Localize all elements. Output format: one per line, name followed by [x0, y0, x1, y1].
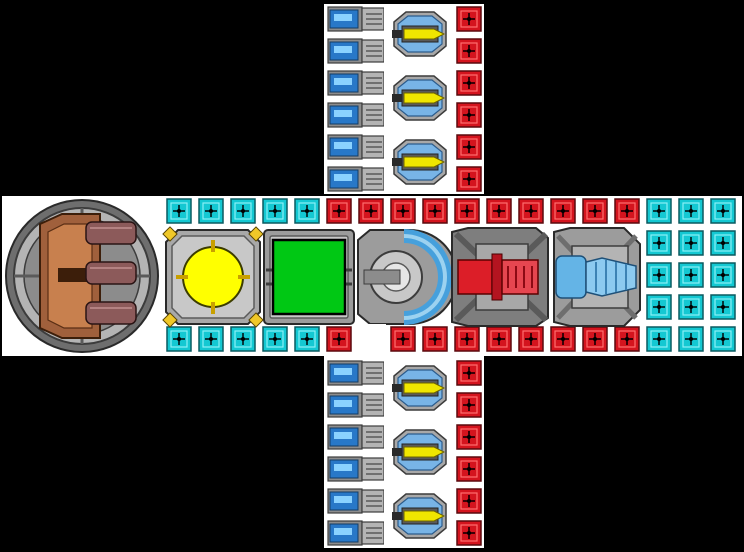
cyan-armor-block[interactable]: [260, 196, 290, 226]
cyan-armor-block[interactable]: [644, 196, 674, 226]
red-armor-block[interactable]: [454, 486, 484, 516]
red-armor-block[interactable]: [454, 518, 484, 548]
red-armor-block[interactable]: [516, 196, 546, 226]
capacitor-cell-icon[interactable]: [325, 389, 387, 421]
red-armor-block[interactable]: [454, 390, 484, 420]
cyan-armor-block[interactable]: [676, 228, 706, 258]
red-armor-block[interactable]: [388, 196, 418, 226]
red-armor-block[interactable]: [454, 4, 484, 34]
red-armor-block[interactable]: [612, 324, 642, 354]
cyan-armor-block[interactable]: [644, 324, 674, 354]
red-armor-block[interactable]: [356, 196, 386, 226]
cockpit-icon[interactable]: [357, 229, 458, 325]
cyan-armor-block[interactable]: [676, 196, 706, 226]
red-armor-block[interactable]: [420, 324, 450, 354]
cyan-armor-block[interactable]: [196, 196, 226, 226]
capacitor-cell-icon[interactable]: [325, 163, 387, 195]
capacitor-cell-icon[interactable]: [325, 421, 387, 453]
capacitor-cell-icon[interactable]: [325, 35, 387, 67]
dome-barrels: [85, 221, 137, 325]
missile-launcher-icon[interactable]: [383, 3, 455, 65]
red-armor-block[interactable]: [548, 196, 578, 226]
red-armor-block[interactable]: [454, 358, 484, 388]
cyan-armor-block[interactable]: [708, 292, 738, 322]
capacitor-cell-icon[interactable]: [325, 99, 387, 131]
cyan-armor-block[interactable]: [292, 196, 322, 226]
missile-launcher-icon[interactable]: [383, 67, 455, 129]
red-armor-block[interactable]: [454, 422, 484, 452]
red-armor-block[interactable]: [454, 454, 484, 484]
missile-launcher-icon[interactable]: [383, 131, 455, 193]
red-armor-block[interactable]: [484, 196, 514, 226]
control-screen-icon[interactable]: [263, 229, 355, 325]
cyan-armor-block[interactable]: [708, 196, 738, 226]
capacitor-cell-icon[interactable]: [325, 453, 387, 485]
red-armor-block[interactable]: [484, 324, 514, 354]
red-armor-block[interactable]: [324, 324, 354, 354]
cyan-armor-block[interactable]: [228, 196, 258, 226]
cyan-armor-block[interactable]: [196, 324, 226, 354]
red-armor-block[interactable]: [454, 164, 484, 194]
cyan-armor-block[interactable]: [708, 260, 738, 290]
blue-engine-icon[interactable]: [553, 227, 641, 327]
cyan-armor-block[interactable]: [260, 324, 290, 354]
red-armor-block[interactable]: [452, 196, 482, 226]
missile-launcher-icon[interactable]: [383, 357, 455, 419]
red-armor-block[interactable]: [454, 132, 484, 162]
capacitor-cell-icon[interactable]: [325, 67, 387, 99]
red-armor-block[interactable]: [388, 324, 418, 354]
cyan-armor-block[interactable]: [708, 228, 738, 258]
capacitor-cell-icon[interactable]: [325, 357, 387, 389]
missile-launcher-icon[interactable]: [383, 421, 455, 483]
cyan-armor-block[interactable]: [676, 292, 706, 322]
capacitor-cell-icon[interactable]: [325, 517, 387, 549]
cyan-armor-block[interactable]: [228, 324, 258, 354]
red-armor-block[interactable]: [454, 68, 484, 98]
tail-armor-cluster: [644, 228, 738, 322]
missile-column-bottom: [383, 357, 455, 547]
missile-column-top: [383, 3, 455, 193]
cyan-armor-block[interactable]: [708, 324, 738, 354]
hull-gap: [356, 324, 386, 354]
reactor-core-icon[interactable]: [162, 226, 264, 328]
red-armor-block[interactable]: [580, 196, 610, 226]
red-armor-block[interactable]: [324, 196, 354, 226]
cyan-armor-block[interactable]: [644, 260, 674, 290]
red-armor-block[interactable]: [420, 196, 450, 226]
red-thruster-icon[interactable]: [451, 227, 549, 327]
cyan-armor-block[interactable]: [292, 324, 322, 354]
cyan-armor-block[interactable]: [676, 324, 706, 354]
cyan-armor-block[interactable]: [644, 292, 674, 322]
capacitor-cell-icon[interactable]: [325, 485, 387, 517]
cyan-armor-block[interactable]: [164, 324, 194, 354]
command-dome-icon[interactable]: [5, 199, 159, 353]
red-armor-block[interactable]: [516, 324, 546, 354]
red-armor-block[interactable]: [580, 324, 610, 354]
capacitor-cell-icon[interactable]: [325, 131, 387, 163]
cyan-armor-block[interactable]: [676, 260, 706, 290]
cyan-armor-block[interactable]: [164, 196, 194, 226]
capacitor-cell-icon[interactable]: [325, 3, 387, 35]
missile-launcher-icon[interactable]: [383, 485, 455, 547]
red-armor-block[interactable]: [452, 324, 482, 354]
cyan-armor-block[interactable]: [644, 228, 674, 258]
red-armor-block[interactable]: [612, 196, 642, 226]
red-armor-block[interactable]: [454, 36, 484, 66]
red-armor-block[interactable]: [454, 100, 484, 130]
red-armor-block[interactable]: [548, 324, 578, 354]
